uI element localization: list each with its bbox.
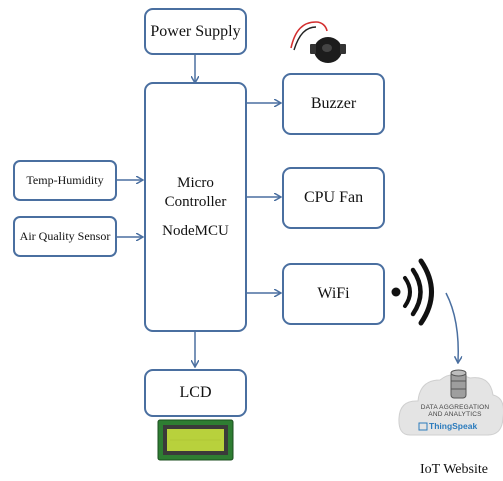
lcd-module-icon [157, 419, 234, 461]
cloud-caption-line1: DATA AGGREGATION [420, 404, 490, 411]
mcu-label-line1: Micro [177, 174, 214, 191]
arrow-wifi-to-cloud [445, 292, 458, 362]
iot-website-label: IoT Website [420, 462, 488, 477]
thingspeak-brand: ThingSpeak [429, 421, 478, 431]
air-quality-block: Air Quality Sensor [13, 216, 117, 257]
cpu-fan-block: CPU Fan [282, 167, 385, 229]
wifi-block: WiFi [282, 263, 385, 325]
mcu-label-line2: Controller [164, 193, 227, 210]
cloud-caption-line2: AND ANALYTICS [428, 411, 482, 418]
buzzer-block: Buzzer [282, 73, 385, 135]
temp-humidity-block: Temp-Humidity [13, 160, 117, 201]
wifi-label: WiFi [317, 285, 350, 302]
cpu-fan-label: CPU Fan [303, 189, 364, 206]
cloud-caption: DATA AGGREGATION AND ANALYTICS [412, 404, 498, 418]
lcd-block: LCD [144, 369, 247, 417]
temp-humidity-label: Temp-Humidity [26, 173, 104, 187]
microcontroller-block: Micro Controller NodeMCU [144, 82, 247, 332]
wireless-signal-icon [391, 258, 434, 326]
mcu-label-line3: NodeMCU [162, 222, 229, 239]
air-quality-label: Air Quality Sensor [19, 229, 111, 243]
thingspeak-cloud-icon [398, 369, 503, 436]
buzzer-label: Buzzer [310, 95, 357, 112]
power-supply-label: Power Supply [150, 22, 241, 40]
lcd-label: LCD [179, 384, 212, 401]
power-supply-block: Power Supply [144, 8, 247, 55]
buzzer-icon [290, 21, 346, 63]
